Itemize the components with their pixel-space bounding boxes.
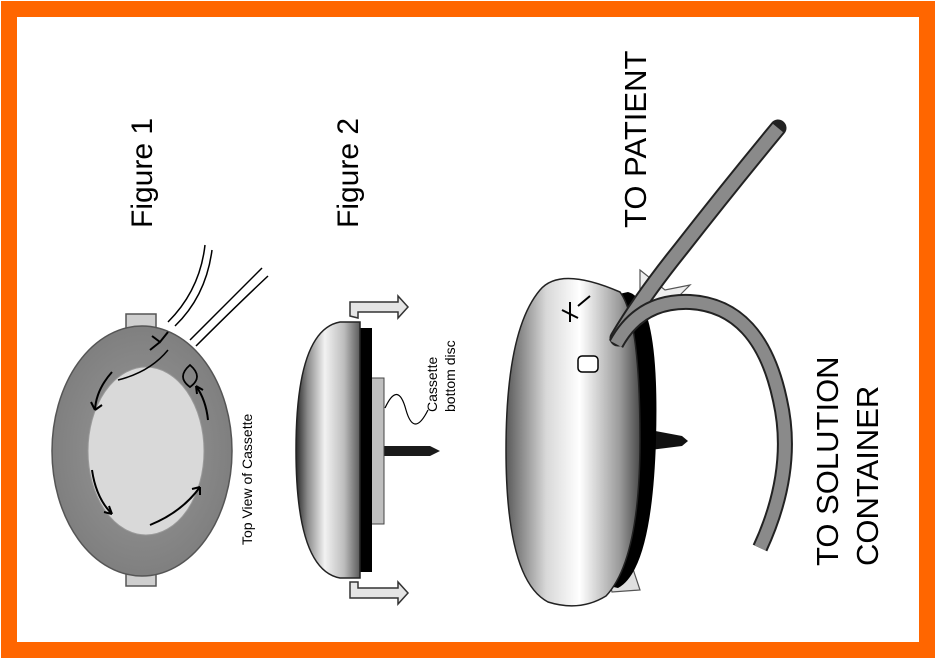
figure1-title: Figure 1: [128, 118, 158, 228]
cassette-inner-chamber: [88, 367, 204, 535]
figure1-caption: Top View of Cassette: [240, 414, 254, 545]
clip-top: [350, 296, 408, 318]
figure2-title: Figure 2: [334, 118, 364, 228]
label-to-patient: TO PATIENT: [620, 51, 651, 228]
figure2-cassette-side-view: [296, 296, 440, 604]
spike: [378, 446, 440, 456]
label-to-solution: TO SOLUTION: [812, 356, 843, 566]
figure2-label-bottom-disc: bottom disc: [443, 340, 457, 412]
indicator-window: [578, 356, 598, 372]
label-container: CONTAINER: [852, 386, 883, 566]
cassette-dome: [296, 322, 360, 578]
clip-bottom: [350, 582, 408, 604]
disc-leader-line: [385, 394, 428, 424]
figure1-tubes: [168, 245, 268, 346]
figure1-cassette-top-view: [52, 245, 268, 586]
figure2-label-cassette: Cassette: [425, 357, 439, 412]
